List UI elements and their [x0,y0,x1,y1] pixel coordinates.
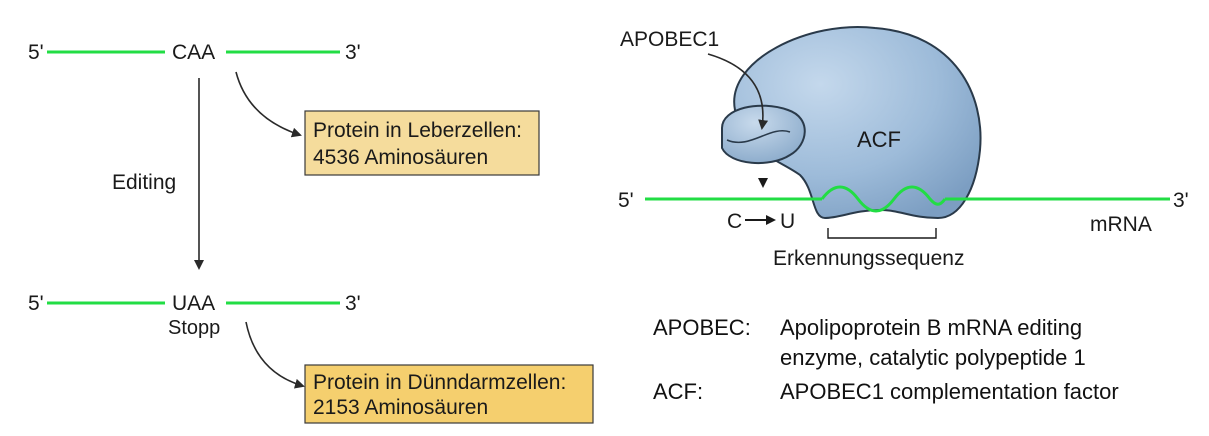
top-strand: 5' CAA 3' [28,41,361,64]
intestine-box-line2: 2153 Aminosäuren [313,396,488,419]
intestine-protein-box: Protein in Dünndarmzellen: 2153 Aminosäu… [304,364,594,424]
u-base-label: U [780,210,795,233]
apobec1-protein-shape [721,104,806,165]
liver-box-line1: Protein in Leberzellen: [313,119,522,142]
legend-term-acf: ACF: [653,379,704,404]
top-strand-five-prime: 5' [28,41,44,64]
top-strand-three-prime: 3' [345,41,361,64]
mrna-label: mRNA [1090,213,1152,236]
stop-label: Stopp [168,317,220,339]
apobec1-groove [726,129,791,144]
intestine-curved-arrow [245,321,305,389]
c-to-u-arrow-head [766,215,776,225]
apobec1-label: APOBEC1 [620,28,719,51]
liver-curved-arrow [235,71,302,138]
legend-def-acf: APOBEC1 complementation factor [780,379,1119,404]
legend-def-apobec-line2: enzyme, catalytic polypeptide 1 [780,345,1086,370]
top-strand-codon: CAA [172,41,215,64]
recognition-bracket [827,228,937,239]
legend-def-apobec-line1: Apolipoprotein B mRNA editing [780,315,1083,340]
bottom-strand-three-prime: 3' [345,292,361,315]
bottom-strand-five-prime: 5' [28,292,44,315]
legend-term-apobec: APOBEC: [653,315,751,340]
acf-label: ACF [857,127,901,152]
bottom-strand-codon: UAA [172,292,215,315]
mrna-three-prime: 3' [1173,189,1189,212]
edit-site-marker [758,178,768,188]
mrna-five-prime: 5' [618,189,634,212]
c-base-label: C [727,210,742,233]
intestine-box-line1: Protein in Dünndarmzellen: [313,371,566,394]
apobec1-pointer-arrow [707,53,769,130]
acf-protein-shape [733,26,982,220]
liver-box-line2: 4536 Aminosäuren [313,146,488,169]
mrna-recognition-wave [820,185,947,213]
recognition-label: Erkennungssequenz [773,247,964,270]
liver-protein-box: Protein in Leberzellen: 4536 Aminosäuren [304,110,540,176]
editing-label: Editing [112,171,176,194]
bottom-strand: 5' UAA 3' Stopp [28,292,361,339]
